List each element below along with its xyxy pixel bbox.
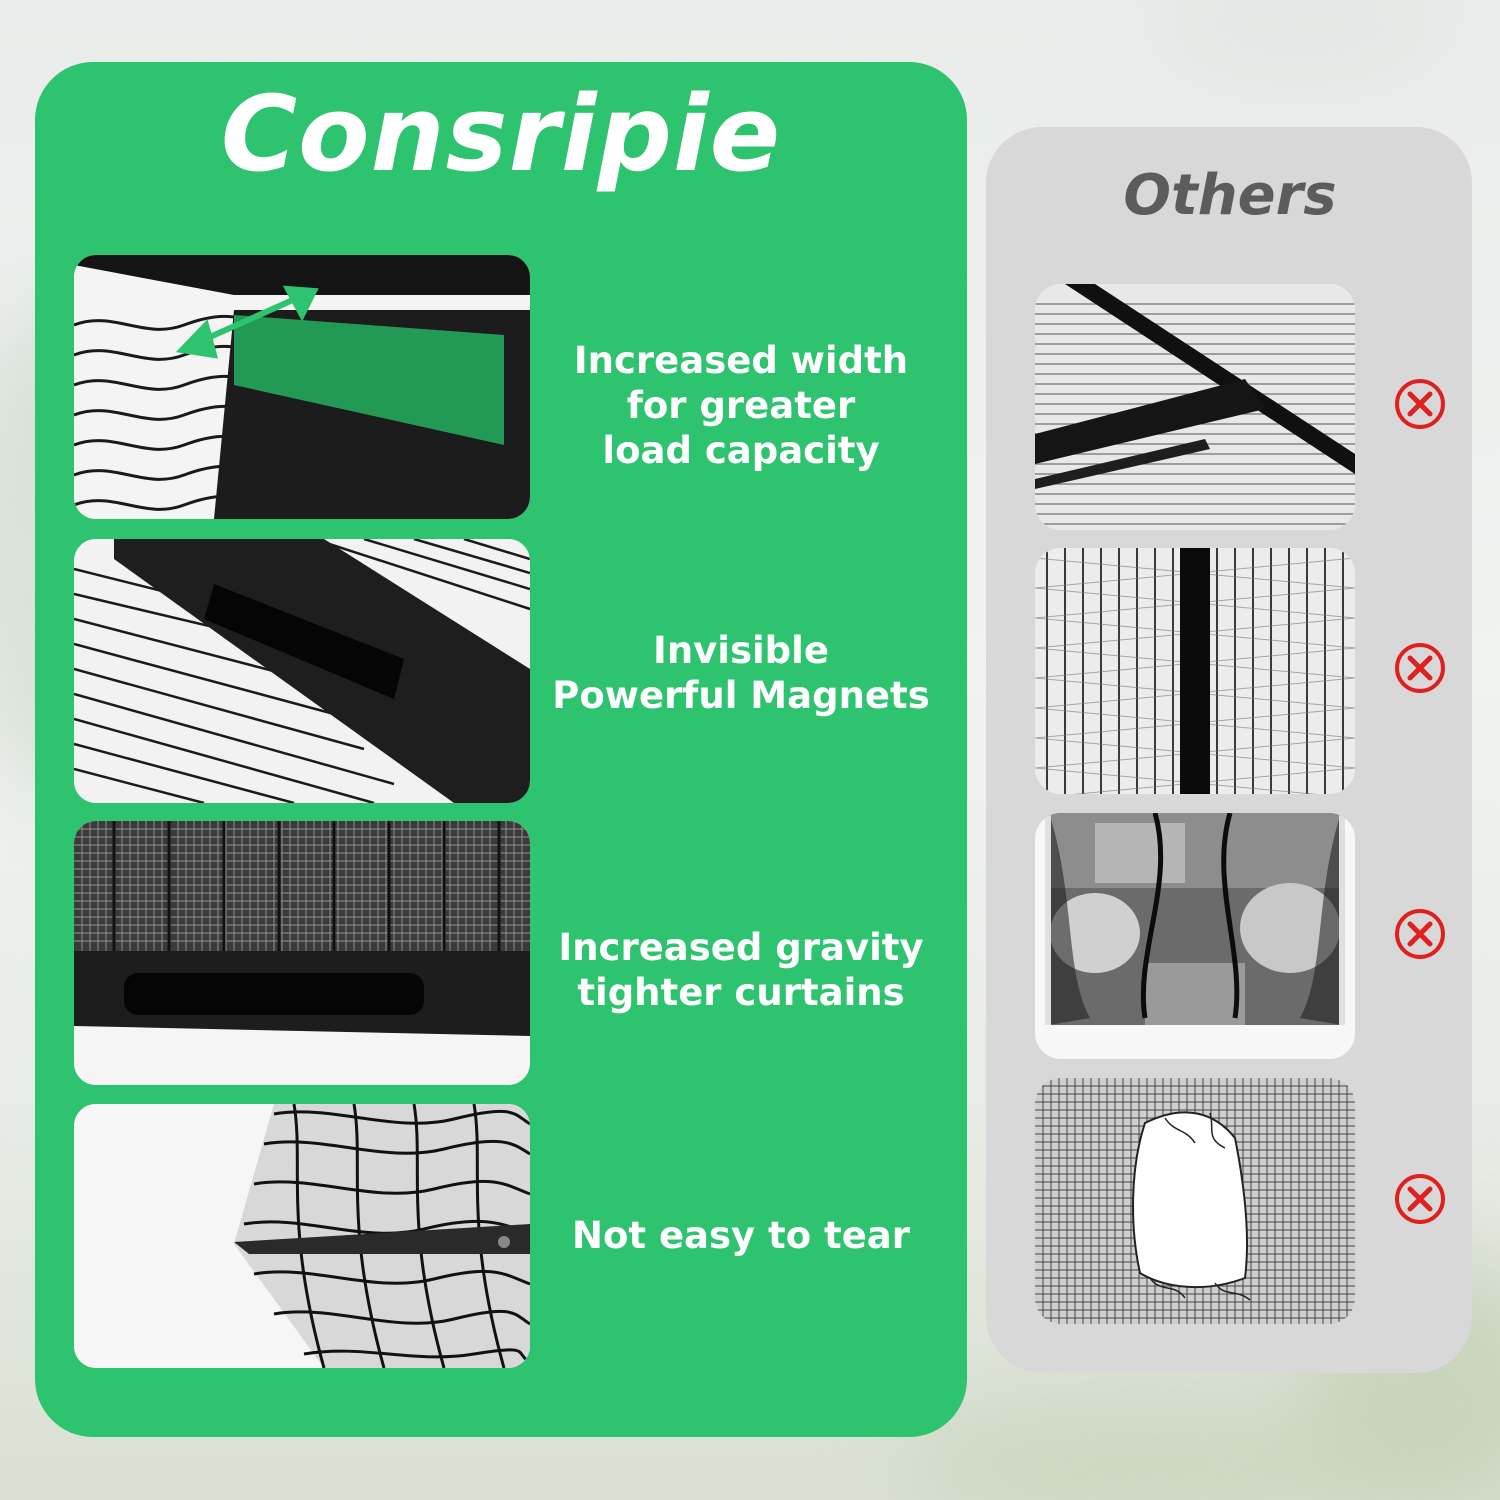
- cross-icon: [1392, 640, 1448, 696]
- feature-text-gravity: Increased gravity tighter curtains: [558, 926, 924, 1014]
- cross-icon: [1392, 906, 1448, 962]
- others-image-gap-curtain: [1035, 813, 1355, 1059]
- feature-image-width: [74, 255, 530, 519]
- feature-image-tear: [74, 1104, 530, 1368]
- cross-icon: [1392, 1171, 1448, 1227]
- feature-text-tear: Not easy to tear: [571, 1214, 911, 1257]
- others-title: Others: [1123, 163, 1337, 228]
- others-image-narrow-border: [1035, 284, 1355, 530]
- others-image-torn-mesh: [1035, 1078, 1355, 1324]
- cross-icon: [1392, 376, 1448, 432]
- feature-text-magnets: Invisible Powerful Magnets: [552, 629, 930, 717]
- feature-image-magnets: [74, 539, 530, 803]
- feature-text-width: Increased width for greater load capacit…: [573, 339, 909, 472]
- feature-image-gravity: [74, 821, 530, 1085]
- others-image-visible-strip: [1035, 548, 1355, 794]
- brand-title: Consripie: [220, 73, 782, 195]
